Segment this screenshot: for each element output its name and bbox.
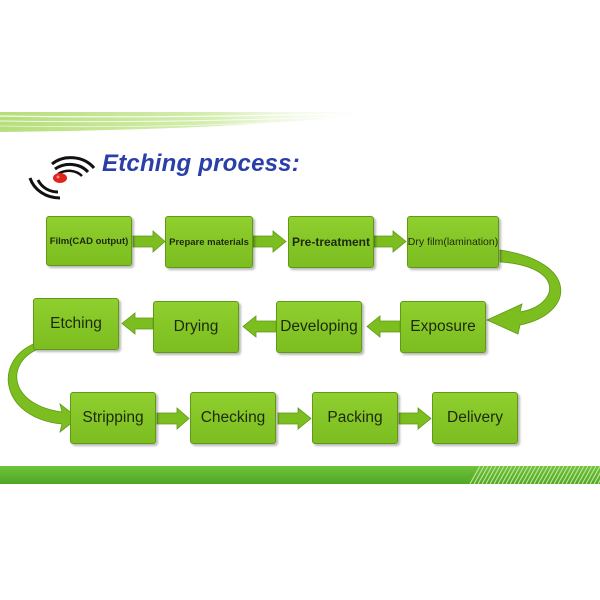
hatch-line xyxy=(521,465,533,485)
arrow-prepare-to-pretreatment xyxy=(252,230,287,253)
step-drying: Drying xyxy=(153,301,239,353)
step-dry-film: Dry film(lamination) xyxy=(407,216,499,268)
signal-waves-icon xyxy=(28,156,96,200)
hatch-line xyxy=(553,465,565,485)
hatch-line xyxy=(493,465,505,485)
hatch-line xyxy=(517,465,529,485)
top-swoosh-band xyxy=(0,112,390,132)
hatch-line xyxy=(573,465,585,485)
hatch-line xyxy=(497,465,509,485)
hatch-line xyxy=(473,465,485,485)
step-film: Film(CAD output) xyxy=(46,216,132,266)
hatch-line xyxy=(557,465,569,485)
step-packing: Packing xyxy=(312,392,398,444)
hatch-line xyxy=(529,465,541,485)
arrow-developing-to-drying xyxy=(242,315,277,338)
hatch-line xyxy=(485,465,497,485)
step-delivery: Delivery xyxy=(432,392,518,444)
hatch-line xyxy=(505,465,517,485)
hatch-line xyxy=(589,465,600,485)
arrow-exposure-to-developing xyxy=(366,315,401,338)
hatch-line xyxy=(509,465,521,485)
hatch-line xyxy=(469,465,481,485)
curved-arrow-dryfilm-to-exposure xyxy=(486,249,562,335)
hatch-line xyxy=(585,465,597,485)
hatch-line xyxy=(481,465,493,485)
step-checking: Checking xyxy=(190,392,276,444)
hatch-line xyxy=(581,465,593,485)
title-area: Etching process: xyxy=(22,150,342,200)
hatch-line xyxy=(525,465,537,485)
hatch-line xyxy=(477,465,489,485)
hatch-line xyxy=(569,465,581,485)
hatch-line xyxy=(533,465,545,485)
hatch-line xyxy=(501,465,513,485)
step-pre-treatment: Pre-treatment xyxy=(288,216,374,268)
arrow-film-to-prepare xyxy=(132,230,166,253)
step-etching: Etching xyxy=(33,298,119,350)
arrow-checking-to-packing xyxy=(277,407,312,430)
step-exposure: Exposure xyxy=(400,301,486,353)
hatch-line xyxy=(537,465,549,485)
hatch-line xyxy=(545,465,557,485)
arrow-drying-to-etching xyxy=(121,312,154,335)
hatch-line xyxy=(513,465,525,485)
hatch-line xyxy=(561,465,573,485)
arrow-stripping-to-checking xyxy=(156,407,190,430)
page-title: Etching process: xyxy=(102,150,300,177)
hatch-line xyxy=(565,465,577,485)
bottom-band xyxy=(0,465,600,485)
arrow-packing-to-delivery xyxy=(398,407,432,430)
hatch-line xyxy=(577,465,589,485)
step-prepare-materials: Prepare materials xyxy=(165,216,253,268)
step-stripping: Stripping xyxy=(70,392,156,444)
hatch-line xyxy=(593,471,600,485)
hatch-line xyxy=(541,465,553,485)
hatch-line xyxy=(489,465,501,485)
step-developing: Developing xyxy=(276,301,362,353)
curved-arrow-etching-to-stripping xyxy=(8,342,79,434)
arrow-pretreatment-to-dryfilm xyxy=(373,230,407,253)
hatch-line xyxy=(549,465,561,485)
